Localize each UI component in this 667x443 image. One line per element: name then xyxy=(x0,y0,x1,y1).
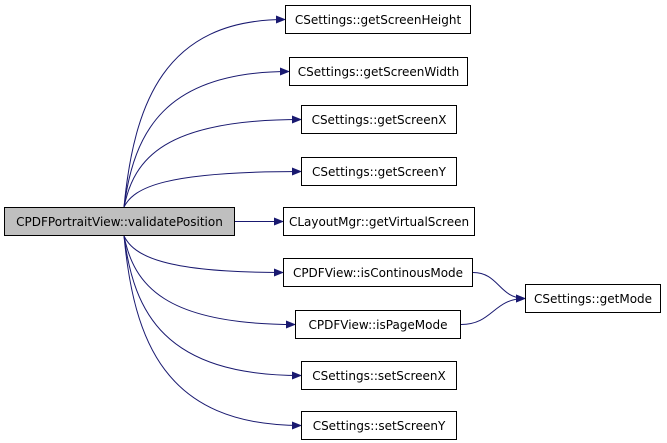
node-setScreenY[interactable]: CSettings::setScreenY xyxy=(301,411,457,440)
node-getVirtualScreen[interactable]: CLayoutMgr::getVirtualScreen xyxy=(283,207,475,236)
edge-validatePosition-to-isPageMode xyxy=(123,235,296,329)
edge-validatePosition-to-setScreenY xyxy=(123,235,302,430)
edge-validatePosition-to-getScreenHeight xyxy=(123,15,286,208)
edge-validatePosition-to-getScreenX xyxy=(123,115,302,208)
edge-validatePosition-to-isContinousMode xyxy=(123,235,284,277)
node-getMode[interactable]: CSettings::getMode xyxy=(525,284,661,313)
node-setScreenX[interactable]: CSettings::setScreenX xyxy=(301,361,457,390)
node-getScreenY[interactable]: CSettings::getScreenY xyxy=(301,157,457,186)
edge-validatePosition-to-setScreenX xyxy=(123,235,302,380)
edge-validatePosition-to-getScreenY xyxy=(123,167,302,208)
node-validatePosition: CPDFPortraitView::validatePosition xyxy=(4,207,235,236)
node-getScreenX[interactable]: CSettings::getScreenX xyxy=(301,105,457,134)
node-getScreenHeight[interactable]: CSettings::getScreenHeight xyxy=(285,5,471,34)
edge-validatePosition-to-getScreenWidth xyxy=(123,67,290,208)
edge-isContinousMode-to-getMode xyxy=(472,272,526,303)
edge-isPageMode-to-getMode xyxy=(460,294,526,325)
node-isContinousMode[interactable]: CPDFView::isContinousMode xyxy=(283,258,473,287)
node-isPageMode[interactable]: CPDFView::isPageMode xyxy=(295,310,461,339)
node-getScreenWidth[interactable]: CSettings::getScreenWidth xyxy=(289,57,468,86)
